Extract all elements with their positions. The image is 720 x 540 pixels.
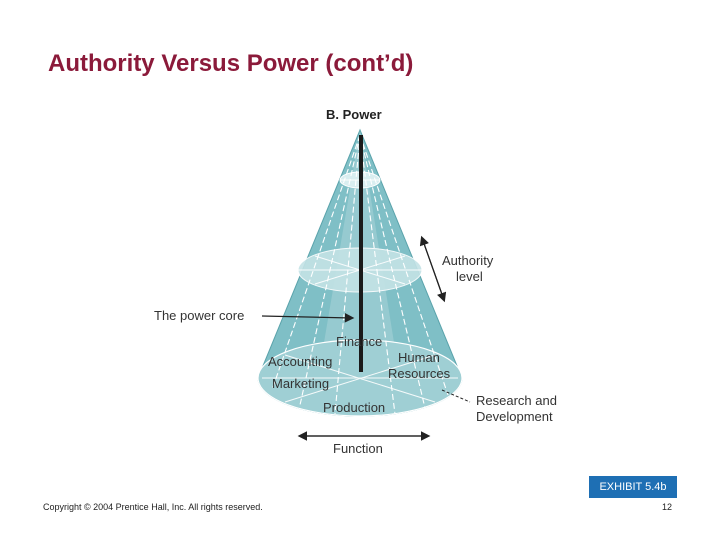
- authority-label-line1: Authority: [442, 253, 494, 268]
- research-leader-line: [441, 389, 471, 403]
- research-label-line2: Development: [476, 409, 553, 424]
- research-label-line1: Research and: [476, 393, 557, 408]
- production-label: Production: [323, 400, 385, 415]
- marketing-label: Marketing: [272, 376, 329, 391]
- page-number: 12: [662, 502, 673, 512]
- power-core-arrow: [261, 313, 355, 323]
- human-resources-line2: Resources: [388, 366, 451, 381]
- exhibit-badge: EXHIBIT 5.4b: [589, 476, 677, 498]
- slide-title: Authority Versus Power (cont’d): [48, 50, 414, 77]
- finance-label: Finance: [336, 334, 382, 349]
- human-resources-line1: Human: [398, 350, 440, 365]
- function-label: Function: [333, 441, 383, 456]
- accounting-label: Accounting: [268, 354, 332, 369]
- authority-label-line2: level: [456, 269, 483, 284]
- diagram-heading: B. Power: [326, 107, 382, 122]
- power-core-label: The power core: [154, 308, 244, 323]
- copyright-notice: Copyright © 2004 Prentice Hall, Inc. All…: [43, 502, 263, 512]
